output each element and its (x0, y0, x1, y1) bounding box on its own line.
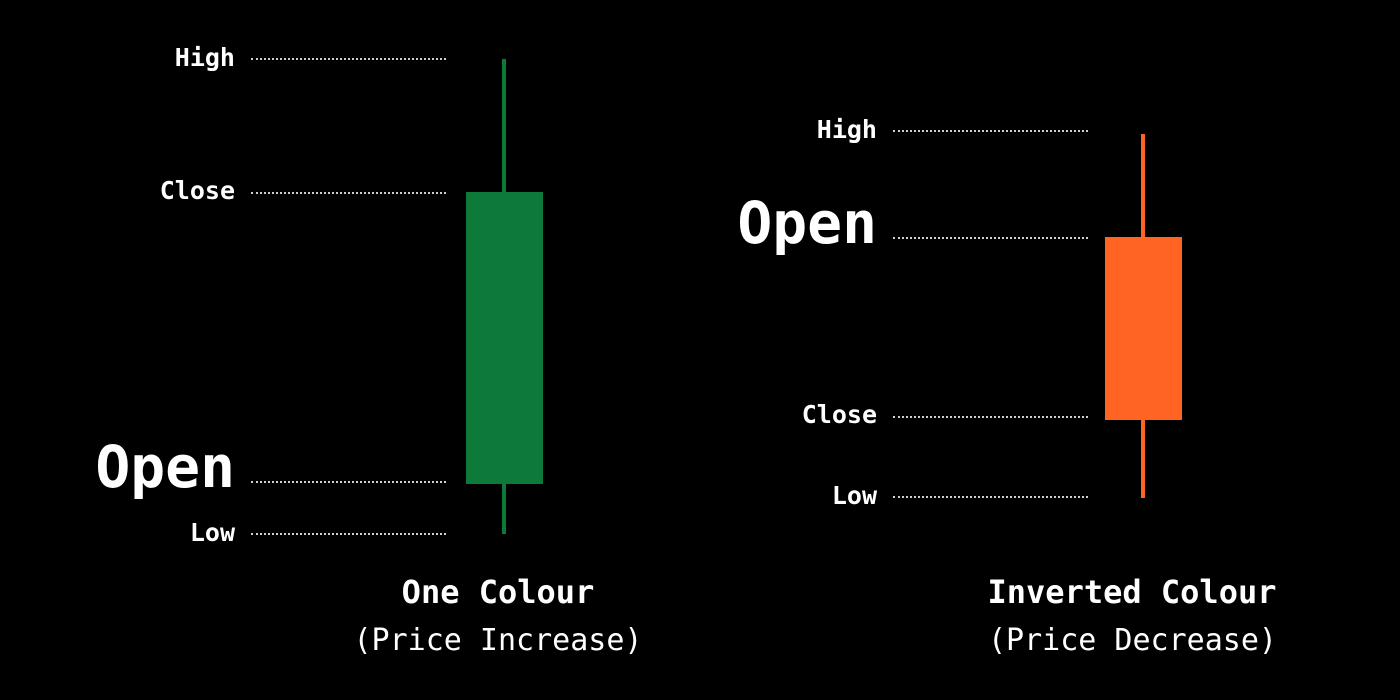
high-label: High (174, 43, 235, 72)
low-label: Low (189, 518, 235, 547)
low-leader-line (251, 533, 446, 535)
caption-title: One Colour (401, 573, 595, 611)
close-leader-line (251, 192, 446, 194)
high-leader-line (251, 58, 446, 60)
caption-subtitle: (Price Increase) (353, 623, 643, 658)
high-label: High (816, 115, 877, 144)
candle-body (1105, 237, 1182, 420)
close-label: Close (801, 400, 877, 429)
caption-title: Inverted Colour (987, 573, 1277, 611)
low-label: Low (831, 481, 877, 510)
open-leader-line (893, 237, 1088, 239)
open-label: Open (737, 189, 877, 257)
close-leader-line (893, 416, 1088, 418)
candle-body (466, 192, 543, 484)
open-leader-line (251, 481, 446, 483)
caption-subtitle: (Price Decrease) (988, 623, 1277, 658)
low-leader-line (893, 496, 1088, 498)
high-leader-line (893, 130, 1088, 132)
close-label: Close (159, 176, 235, 205)
open-label: Open (95, 433, 235, 501)
